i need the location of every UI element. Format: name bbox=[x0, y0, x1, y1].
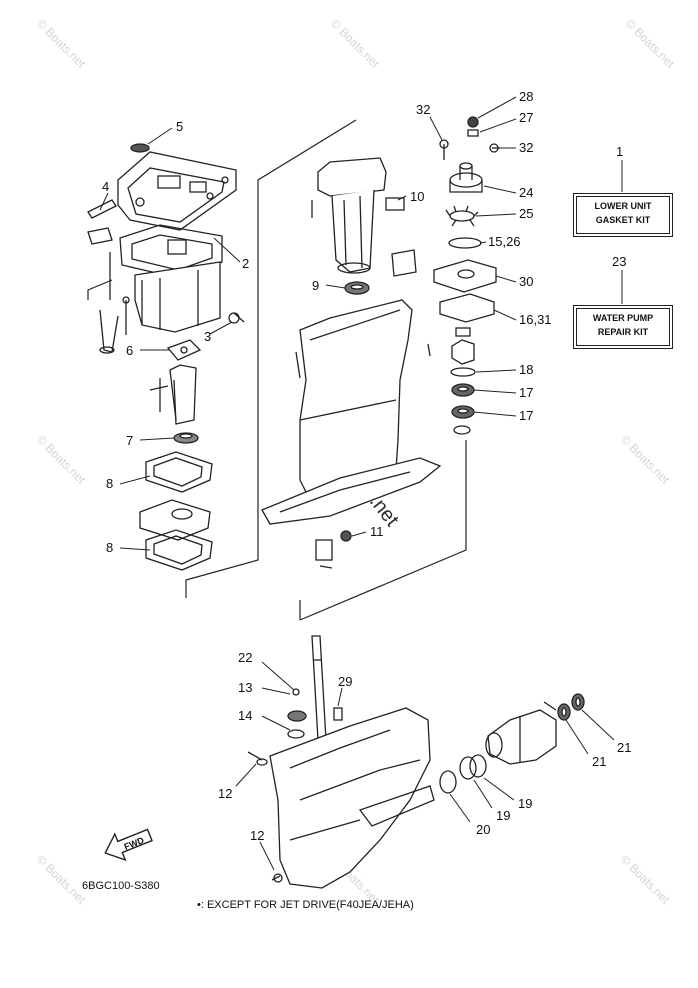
callout-23: 23 bbox=[612, 254, 626, 269]
kit-line-2: GASKET KIT bbox=[595, 215, 651, 225]
callout-17-lower: 17 bbox=[519, 408, 533, 423]
callout-17-upper: 17 bbox=[519, 385, 533, 400]
water-pump-repair-kit-box: WATER PUMP REPAIR KIT bbox=[573, 305, 673, 349]
callout-22: 22 bbox=[238, 650, 252, 665]
callout-20: 20 bbox=[476, 822, 490, 837]
callout-labels: 28 27 32 32 24 25 15,26 30 16,31 18 17 1… bbox=[102, 89, 631, 843]
callout-30: 30 bbox=[519, 274, 533, 289]
callout-7: 7 bbox=[126, 433, 133, 448]
callout-19-left: 19 bbox=[496, 808, 510, 823]
exhaust-guide-group bbox=[87, 143, 245, 571]
callout-19-right: 19 bbox=[518, 796, 532, 811]
watermark-top-right: © Boats.net bbox=[623, 16, 678, 71]
callout-15-26: 15,26 bbox=[488, 234, 521, 249]
callout-27: 27 bbox=[519, 110, 533, 125]
callout-3: 3 bbox=[204, 329, 211, 344]
callout-16-31: 16,31 bbox=[519, 312, 552, 327]
callout-11: 11 bbox=[370, 524, 384, 539]
watermark-top-left: © Boats.net bbox=[34, 16, 89, 71]
callout-18: 18 bbox=[519, 362, 533, 377]
upper-casing-group bbox=[261, 157, 442, 569]
leader-lines bbox=[99, 96, 615, 871]
watermark-bottom-left: © Boats.net bbox=[34, 852, 89, 907]
water-pump-group bbox=[433, 116, 500, 435]
callout-28: 28 bbox=[519, 89, 533, 104]
callout-8-upper: 8 bbox=[106, 476, 113, 491]
callout-14: 14 bbox=[238, 708, 252, 723]
diagram-code: 6BGC100-S380 bbox=[82, 880, 160, 892]
impeller bbox=[445, 205, 479, 227]
callout-8-lower: 8 bbox=[106, 540, 113, 555]
callout-29: 29 bbox=[338, 674, 352, 689]
fwd-arrow-icon: FWD bbox=[104, 828, 153, 862]
callout-5: 5 bbox=[176, 119, 183, 134]
kit-line-2: REPAIR KIT bbox=[597, 327, 649, 337]
kit-line-1: LOWER UNIT bbox=[594, 201, 652, 211]
callout-2: 2 bbox=[242, 256, 249, 271]
callout-32-right: 32 bbox=[519, 140, 533, 155]
kit-line-1: WATER PUMP bbox=[592, 313, 654, 323]
callout-6: 6 bbox=[126, 343, 133, 358]
callout-12-upper: 12 bbox=[218, 786, 232, 801]
callout-1: 1 bbox=[616, 144, 623, 159]
watermark-bottom-right: © Boats.net bbox=[618, 852, 673, 907]
callout-13: 13 bbox=[238, 680, 252, 695]
callout-21-left: 21 bbox=[592, 754, 606, 769]
watermark-mid-left: © Boats.net bbox=[34, 432, 89, 487]
callout-4: 4 bbox=[102, 179, 109, 194]
gear-case-group bbox=[247, 635, 585, 889]
callout-10: 10 bbox=[410, 189, 424, 204]
watermark-top-center: © Boats.net bbox=[328, 16, 383, 71]
callout-12-lower: 12 bbox=[250, 828, 264, 843]
callout-9: 9 bbox=[312, 278, 319, 293]
group-frame bbox=[87, 119, 467, 621]
callout-32-left: 32 bbox=[416, 102, 430, 117]
callout-25: 25 bbox=[519, 206, 533, 221]
callout-24: 24 bbox=[519, 185, 533, 200]
lower-unit-gasket-kit-box: LOWER UNIT GASKET KIT bbox=[573, 193, 673, 237]
watermark-mid-right: © Boats.net bbox=[618, 432, 673, 487]
footnote: •: EXCEPT FOR JET DRIVE(F40JEA/JEHA) bbox=[197, 899, 414, 911]
callout-21-right: 21 bbox=[617, 740, 631, 755]
